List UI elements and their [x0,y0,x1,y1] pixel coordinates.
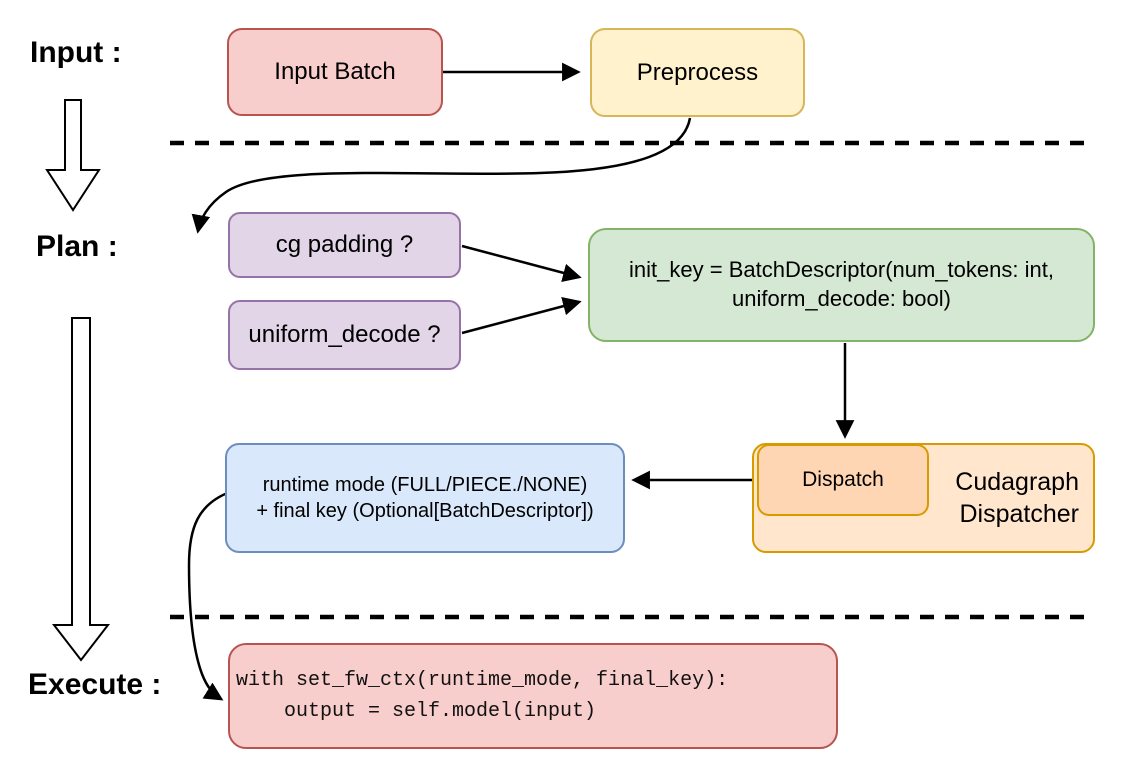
node-cudagraph-dispatcher-line2: Dispatcher [959,500,1080,528]
input-to-plan-arrow [45,99,101,212]
node-init-key-line1: init_key = BatchDescriptor(num_tokens: i… [629,257,1054,283]
node-init-key: init_key = BatchDescriptor(num_tokens: i… [588,228,1095,342]
node-dispatch: Dispatch [757,444,929,516]
node-preprocess: Preprocess [590,28,805,117]
stage-label-execute: Execute : [28,668,162,701]
node-cg-padding: cg padding ? [228,212,461,278]
node-cg-padding-label: cg padding ? [275,231,414,259]
node-uniform-decode: uniform_decode ? [228,300,461,370]
node-dispatch-label: Dispatch [802,468,884,492]
node-runtime-mode-line2: + final key (Optional[BatchDescriptor]) [256,500,594,522]
node-runtime-mode: runtime mode (FULL/PIECE./NONE) + final … [225,443,625,553]
node-execute-code-line2: output = self.model(input) [236,700,597,723]
node-runtime-mode-line1: runtime mode (FULL/PIECE./NONE) [262,474,588,496]
arrow-runtimemode-to-executecode [187,490,231,701]
node-input-batch: Input Batch [227,28,443,116]
stage-label-input: Input : [30,36,122,69]
node-execute-code-line1: with set_fw_ctx(runtime_mode, final_key)… [236,669,729,692]
node-execute-code: with set_fw_ctx(runtime_mode, final_key)… [228,643,838,749]
node-input-batch-label: Input Batch [274,58,396,86]
arrow-uniformdecode-to-initkey [461,297,582,335]
stage-label-plan: Plan : [36,230,118,263]
node-preprocess-label: Preprocess [636,58,759,86]
arrow-cgpadding-to-initkey [461,244,582,282]
node-cudagraph-dispatcher-line1: Cudagraph [955,467,1079,496]
node-init-key-line2: uniform_decode: bool) [732,286,951,311]
node-uniform-decode-label: uniform_decode ? [248,321,441,349]
plan-to-execute-arrow [51,317,111,662]
